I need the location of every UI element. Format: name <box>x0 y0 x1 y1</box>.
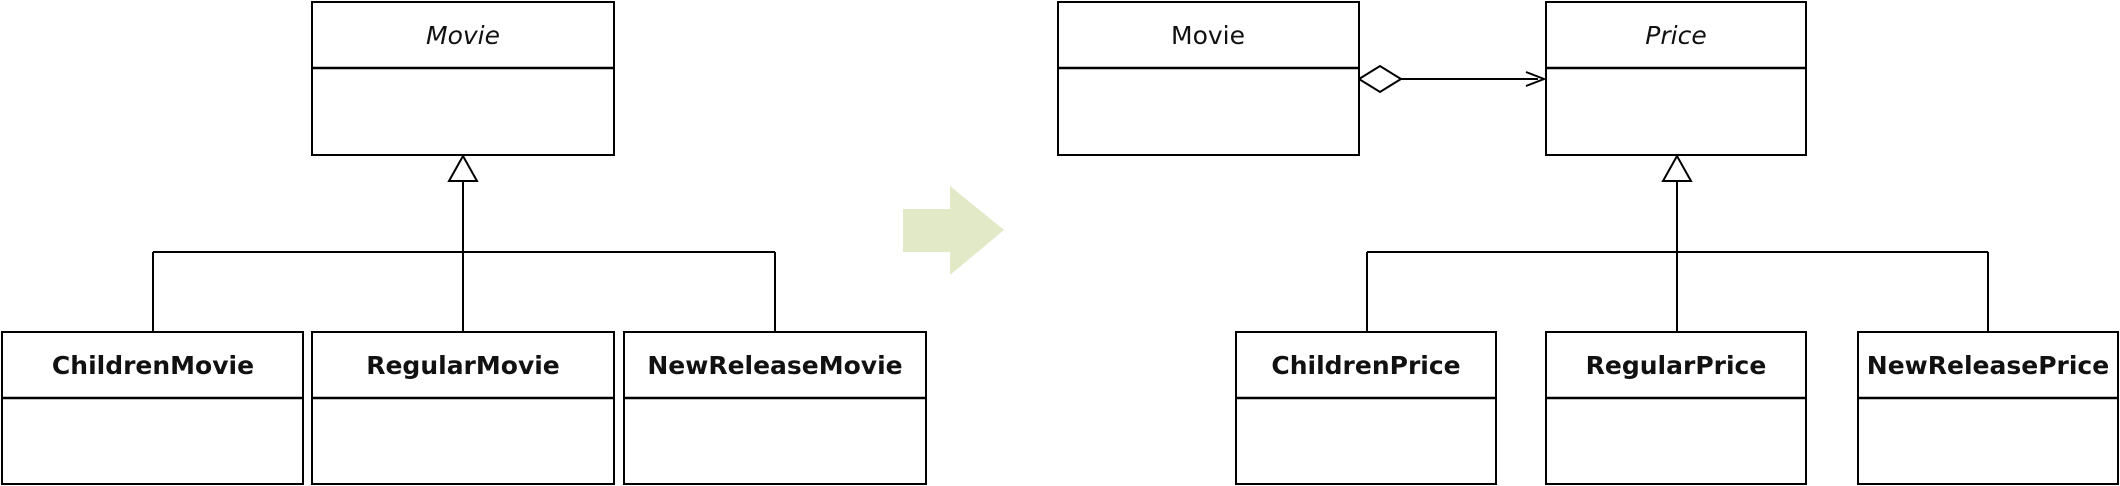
aggregation-diamond-icon <box>1357 64 1403 94</box>
right-class-children-price: ChildrenPrice <box>1235 331 1497 485</box>
left-class-regular-movie: RegularMovie <box>311 331 615 485</box>
right-class-movie: Movie <box>1057 1 1360 156</box>
right-class-regular-price: RegularPrice <box>1545 331 1807 485</box>
left-class-regular-movie-name: RegularMovie <box>366 351 560 380</box>
right-class-price: Price <box>1545 1 1807 156</box>
right-class-newrelease-price: NewReleasePrice <box>1857 331 2119 485</box>
right-class-regular-price-name: RegularPrice <box>1586 351 1767 380</box>
right-diagram: Movie Price ChildrenPrice RegularPrice N… <box>1057 1 2119 485</box>
right-class-children-price-name: ChildrenPrice <box>1271 351 1460 380</box>
right-class-movie-name: Movie <box>1171 21 1245 50</box>
right-generalization-arrowhead <box>1661 153 1693 182</box>
left-diagram: Movie ChildrenMovie RegularMovie NewRele… <box>1 1 927 485</box>
left-class-movie-name: Movie <box>426 21 500 50</box>
left-class-children-movie-name: ChildrenMovie <box>52 351 254 380</box>
left-class-newrelease-movie-name: NewReleaseMovie <box>647 351 902 380</box>
left-class-movie: Movie <box>311 1 615 156</box>
left-class-children-movie: ChildrenMovie <box>1 331 304 485</box>
right-class-price-name: Price <box>1645 21 1706 50</box>
right-class-newrelease-price-name: NewReleasePrice <box>1867 351 2109 380</box>
left-generalization-arrowhead <box>447 153 479 182</box>
left-class-newrelease-movie: NewReleaseMovie <box>623 331 927 485</box>
transform-arrow-icon <box>903 186 1004 275</box>
aggregation-arrowhead-icon <box>1525 71 1547 87</box>
